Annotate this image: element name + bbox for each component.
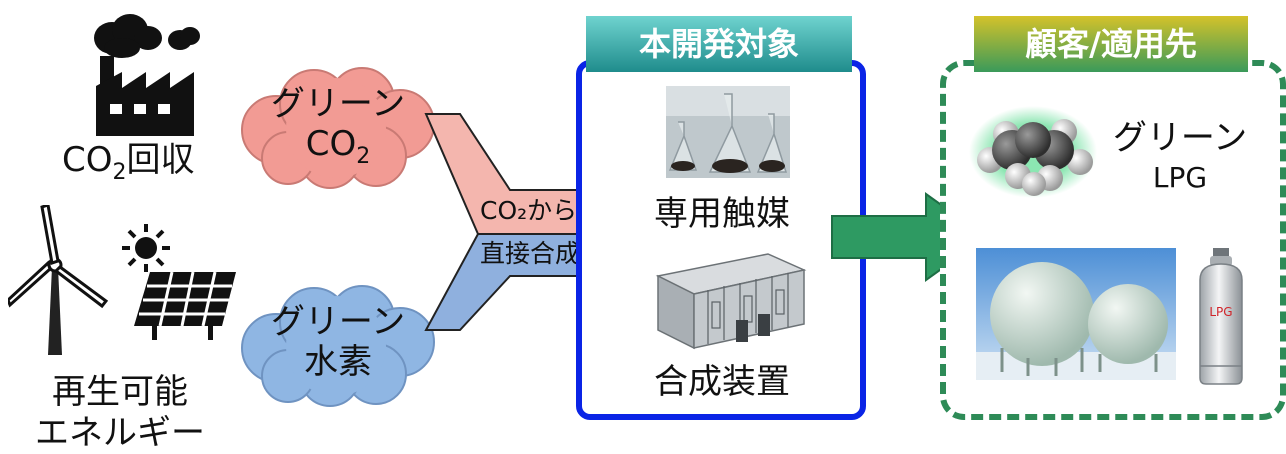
catalyst-flask-image xyxy=(666,86,790,178)
catalyst-label: 専用触媒 xyxy=(654,194,790,234)
renewable-energy-label: 再生可能 エネルギー xyxy=(35,372,205,453)
factory-icon xyxy=(94,14,200,136)
lpg-storage-tanks-image xyxy=(976,248,1176,380)
green-lpg-label: グリーン LPG xyxy=(1112,118,1248,194)
green-co2-label: グリーン CO2 xyxy=(270,84,406,169)
green-hydrogen-cloud xyxy=(241,285,435,407)
synthesis-apparatus-image xyxy=(655,253,807,350)
development-target-header: 本開発対象 xyxy=(586,16,852,72)
customer-header: 顧客/適用先 xyxy=(974,16,1248,72)
green-co2-cloud xyxy=(241,67,435,189)
apparatus-label: 合成装置 xyxy=(654,362,790,402)
co2-capture-label: CO2回収 xyxy=(62,140,195,185)
wind-turbine-icon xyxy=(8,205,108,355)
from-co2-label: CO₂から xyxy=(480,196,578,225)
solar-panel-icon xyxy=(134,271,236,340)
direct-synthesis-label: 直接合成 xyxy=(480,239,581,268)
green-hydrogen-label: グリーン 水素 xyxy=(270,302,406,382)
propane-molecule-icon xyxy=(969,106,1097,198)
lpg-cylinder-icon: LPG xyxy=(1199,248,1243,385)
lpg-cylinder-label: LPG xyxy=(1209,305,1232,319)
sun-icon xyxy=(122,224,170,272)
